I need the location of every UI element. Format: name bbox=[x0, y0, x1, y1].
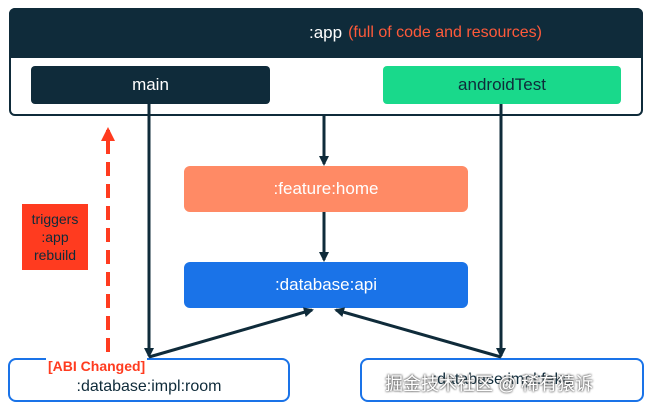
triggers-rebuild-note: triggers :app rebuild bbox=[22, 204, 88, 270]
main-source-set-label: main bbox=[132, 75, 169, 94]
database-impl-fake-label: :database:impl:fake bbox=[432, 371, 572, 388]
triggers-line-3: rebuild bbox=[33, 247, 77, 263]
arrow-impl-fake-to-database-api bbox=[334, 307, 502, 359]
abi-changed-label: [ABI Changed] bbox=[46, 358, 148, 374]
database-api-module: :database:api bbox=[184, 262, 468, 308]
watermark: 掘金技术社区 @ 稀有猿诉 bbox=[385, 374, 594, 394]
app-module-header: :app (full of code and resources) bbox=[9, 8, 643, 58]
main-source-set: main bbox=[31, 66, 270, 104]
feature-home-module: :feature:home bbox=[184, 166, 468, 212]
triggers-line-2: :app bbox=[41, 229, 69, 245]
app-module-title: :app bbox=[309, 23, 343, 42]
feature-home-label: :feature:home bbox=[273, 179, 379, 198]
triggers-line-1: triggers bbox=[31, 211, 79, 227]
database-impl-fake-module: :database:impl:fake bbox=[360, 358, 644, 402]
arrow-impl-room-to-database-api bbox=[148, 307, 314, 359]
app-module-note: (full of code and resources) bbox=[348, 24, 542, 41]
android-test-source-set-label: androidTest bbox=[458, 75, 546, 94]
database-api-label: :database:api bbox=[274, 275, 378, 294]
android-test-source-set: androidTest bbox=[383, 66, 621, 104]
database-impl-room-label: :database:impl:room bbox=[76, 378, 222, 395]
